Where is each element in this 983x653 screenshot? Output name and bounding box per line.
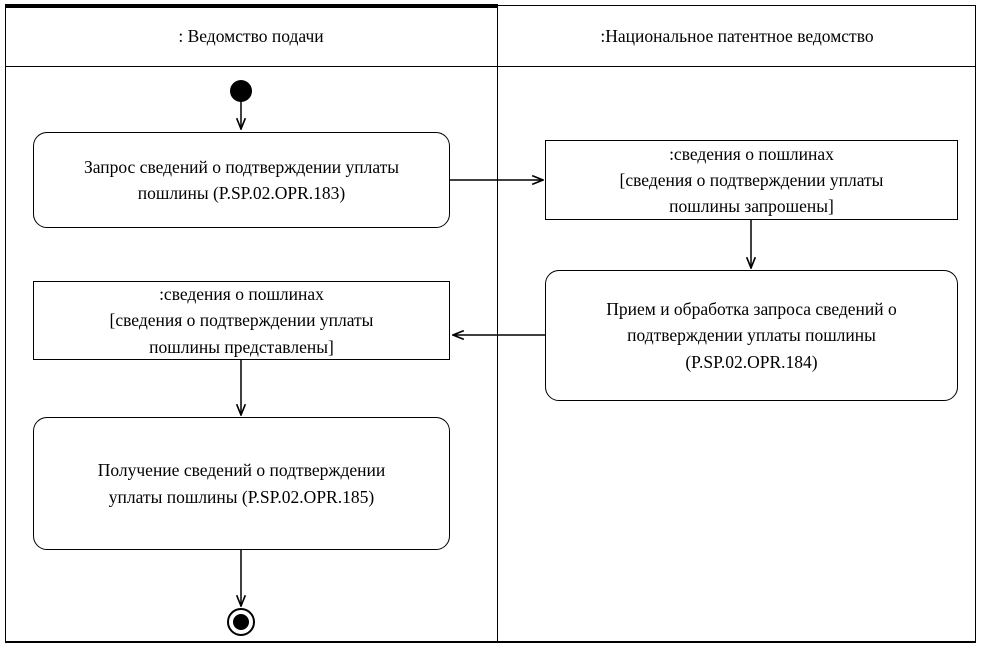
- activity-request-label: Запрос сведений о подтверждении уплаты п…: [83, 156, 400, 203]
- diagram-border-top-accent: [5, 4, 498, 8]
- final-node-core: [233, 614, 249, 630]
- object-fees-provided-state: [сведения о подтверждении уплаты пошлины…: [109, 310, 374, 357]
- lane-header-national-patent-office: :Национальное патентное ведомство: [498, 6, 976, 66]
- object-fees-provided-name: :сведения о пошлинах: [159, 284, 324, 305]
- activity-process-label: Прием и обработка запроса сведений о под…: [606, 299, 897, 372]
- activity-request-fee-payment-info: Запрос сведений о подтверждении уплаты п…: [33, 132, 450, 228]
- initial-node: [230, 80, 252, 102]
- lane-divider: [497, 5, 498, 643]
- lane-header-filing-office: : Ведомство подачи: [5, 6, 497, 66]
- lane-title-national-patent-office: :Национальное патентное ведомство: [600, 25, 874, 46]
- object-fees-requested-state: [сведения о подтверждении уплаты пошлины…: [619, 169, 884, 217]
- lane-header-separator: [5, 66, 976, 67]
- activity-receive-label: Получение сведений о подтверждении уплат…: [97, 460, 386, 507]
- object-fees-info-provided: :сведения о пошлинах [сведения о подтвер…: [33, 281, 450, 360]
- lane-title-filing-office: : Ведомство подачи: [178, 25, 324, 46]
- object-fees-info-requested: :сведения о пошлинах [сведения о подтвер…: [545, 140, 958, 220]
- final-node: [227, 608, 255, 636]
- object-fees-requested-name: :сведения о пошлинах: [669, 143, 834, 164]
- activity-receive-fee-payment-info: Получение сведений о подтверждении уплат…: [33, 417, 450, 550]
- activity-process-request: Прием и обработка запроса сведений о под…: [545, 270, 958, 401]
